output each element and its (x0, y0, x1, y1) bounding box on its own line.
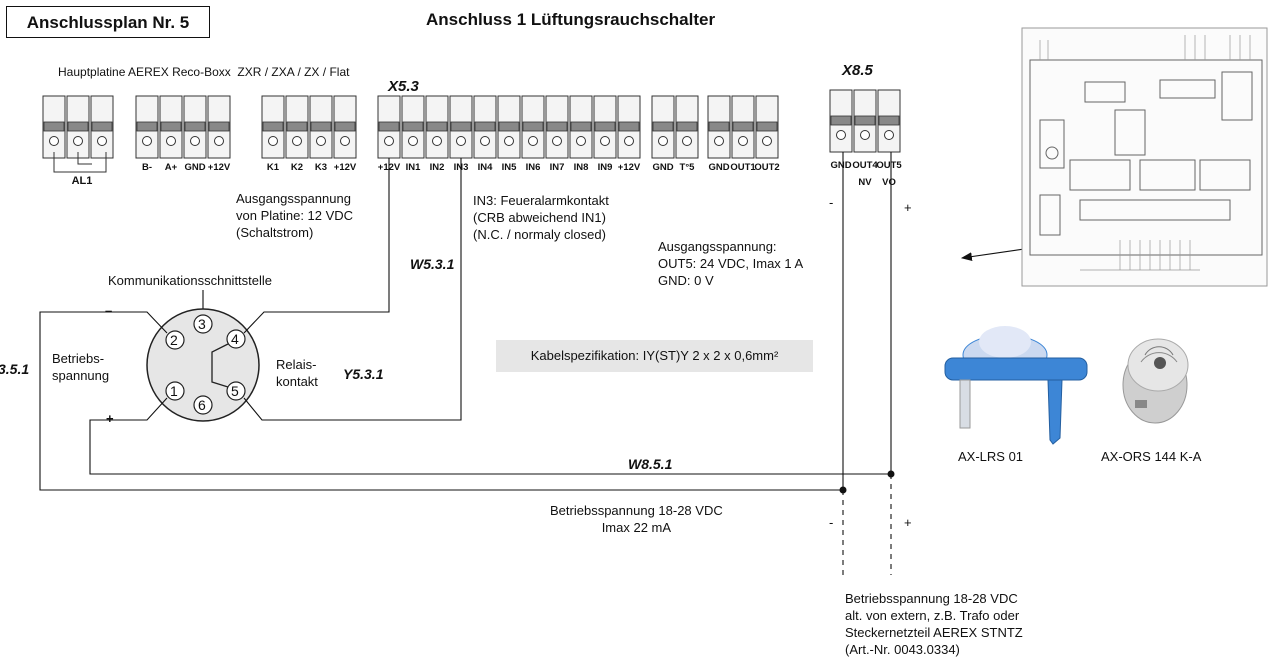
wire-w851-label: W8.5.1 (628, 456, 673, 472)
polarity-minus-top: - (829, 195, 834, 210)
terminal-block-out (707, 95, 779, 159)
terminal-label-x53_terminals-1: IN1 (405, 162, 421, 173)
terminal-label-k_terminals-2: K3 (314, 162, 328, 173)
note-ausgangsspannung-out: Ausgangsspannung: OUT5: 24 VDC, Imax 1 A… (658, 239, 804, 288)
terminal-label-gnd_t5-1: T°5 (679, 162, 695, 173)
note-betriebsspannung-extern: Betriebsspannung 18-28 VDC alt. von exte… (845, 591, 1023, 657)
pin-4: 4 (231, 331, 239, 347)
sensor-minus: – (105, 303, 113, 318)
note-betriebsspannung-sensor: Betriebsspannung 18-28 VDC Imax 22 mA (550, 503, 723, 535)
terminal-sublabel-x85-1: VO (882, 177, 896, 188)
pin-3: 3 (198, 316, 206, 332)
left-wire-label: 3.5.1 (0, 361, 30, 377)
terminal-block-al1 (42, 95, 114, 173)
sensor-kommunikation-label: Kommunikationsschnittstelle (108, 273, 273, 288)
polarity-plus-bottom: + (904, 515, 912, 530)
lrs-product-image (944, 326, 1088, 445)
terminal-label-x53_terminals-10: +12V (617, 162, 641, 173)
product-lrs-caption: AX-LRS 01 (958, 449, 1024, 464)
main-title: Anschluss 1 Lüftungsrauchschalter (426, 10, 716, 29)
board-label: Hauptplatine AEREX Reco-Boxx ZXR / ZXA /… (58, 65, 350, 79)
terminal-block-x85 (829, 89, 901, 153)
sensor-betriebs-label: Betriebs- spannung (52, 351, 110, 383)
terminal-label-x85_terminals-2: OUT5 (876, 160, 902, 171)
terminal-label-x53_terminals-8: IN8 (573, 162, 589, 173)
terminal-label-x53_terminals-7: IN7 (549, 162, 565, 173)
terminal-label-al1: AL1 (71, 175, 93, 187)
pin-6: 6 (198, 397, 206, 413)
terminal-block-k (261, 95, 357, 159)
cable-spec: Kabelspezifikation: IY(ST)Y 2 x 2 x 0,6m… (496, 340, 813, 372)
pin-5: 5 (231, 383, 239, 399)
connector-x85-label: X8.5 (842, 62, 873, 79)
terminal-label-k_terminals-1: K2 (290, 162, 304, 173)
terminal-block-gnd-t5 (651, 95, 699, 159)
note-in3: IN3: Feueralarmkontakt (CRB abweichend I… (473, 193, 609, 242)
terminal-label-x53_terminals-6: IN6 (525, 162, 541, 173)
terminal-label-bus_terminals-3: +12V (207, 162, 231, 173)
terminal-label-out_terminals-2: OUT2 (754, 162, 780, 173)
sensor-connector (146, 290, 260, 422)
terminal-label-out_terminals-1: OUT1 (730, 162, 756, 173)
sensor-relais-label: Relais- kontakt (276, 357, 318, 389)
terminal-label-bus_terminals-1: A+ (164, 162, 178, 173)
plan-title: Anschlussplan Nr. 5 (6, 6, 210, 38)
terminal-label-x53_terminals-4: IN4 (477, 162, 493, 173)
wires (39, 152, 1116, 491)
terminal-sublabel-x85-0: NV (858, 177, 872, 188)
terminal-label-x53_terminals-3: IN3 (453, 162, 469, 173)
terminal-label-bus_terminals-2: GND (184, 162, 206, 173)
polarity-minus-bottom: - (829, 515, 834, 530)
note-ausgangsspannung-platine: Ausgangsspannung von Platine: 12 VDC (Sc… (236, 191, 354, 240)
terminal-label-bus_terminals-0: B- (141, 162, 153, 173)
terminal-label-x53_terminals-0: +12V (377, 162, 401, 173)
terminal-label-x53_terminals-2: IN2 (429, 162, 445, 173)
terminal-block-x53 (377, 95, 641, 159)
terminal-label-x85_terminals-0: GND (830, 160, 852, 171)
terminal-label-gnd_t5-0: GND (652, 162, 674, 173)
board-photo (1021, 27, 1268, 287)
sensor-plus: + (106, 411, 114, 426)
terminal-label-out_terminals-0: GND (708, 162, 730, 173)
terminal-label-x85_terminals-1: OUT4 (852, 160, 878, 171)
y531-label: Y5.3.1 (343, 366, 384, 382)
connector-x53-label: X5.3 (388, 78, 419, 95)
terminal-label-x53_terminals-5: IN5 (501, 162, 517, 173)
wire-w531-label: W5.3.1 (410, 256, 455, 272)
polarity-plus-top: + (904, 200, 912, 215)
terminal-label-k_terminals-0: K1 (266, 162, 280, 173)
pin-2: 2 (170, 332, 178, 348)
terminal-block-bus (135, 95, 231, 159)
product-ors-caption: AX-ORS 144 K-A (1101, 449, 1202, 464)
ors-product-image (1122, 338, 1189, 424)
pin-1: 1 (170, 383, 178, 399)
terminal-label-k_terminals-3: +12V (333, 162, 357, 173)
terminal-label-x53_terminals-9: IN9 (597, 162, 613, 173)
